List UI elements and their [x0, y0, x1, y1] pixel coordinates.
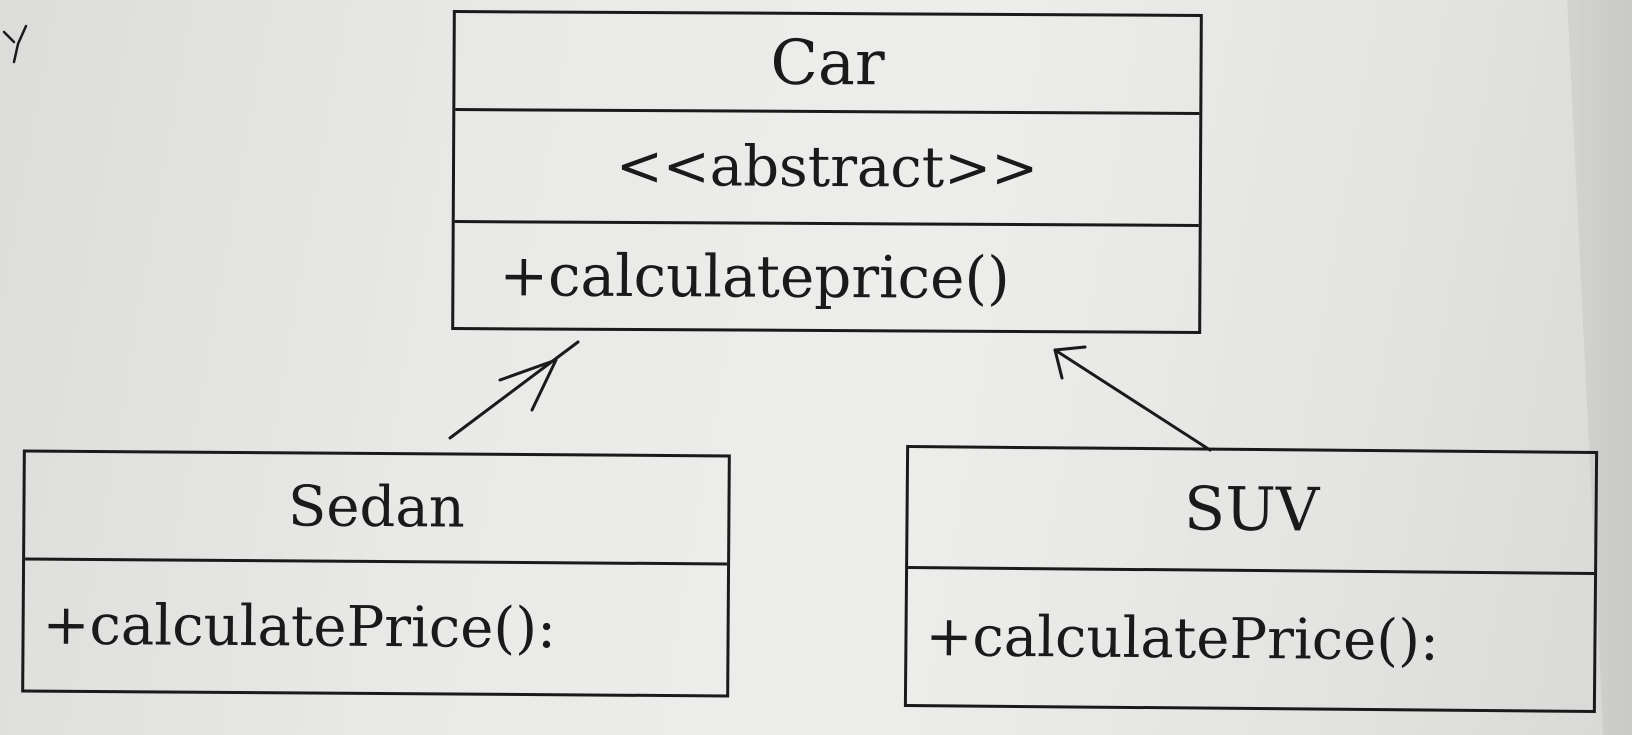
corner-scribble — [2, 24, 28, 64]
inheritance-arrow-suv-car — [1053, 345, 1212, 452]
inheritance-arrow-sedan-car — [448, 340, 580, 440]
